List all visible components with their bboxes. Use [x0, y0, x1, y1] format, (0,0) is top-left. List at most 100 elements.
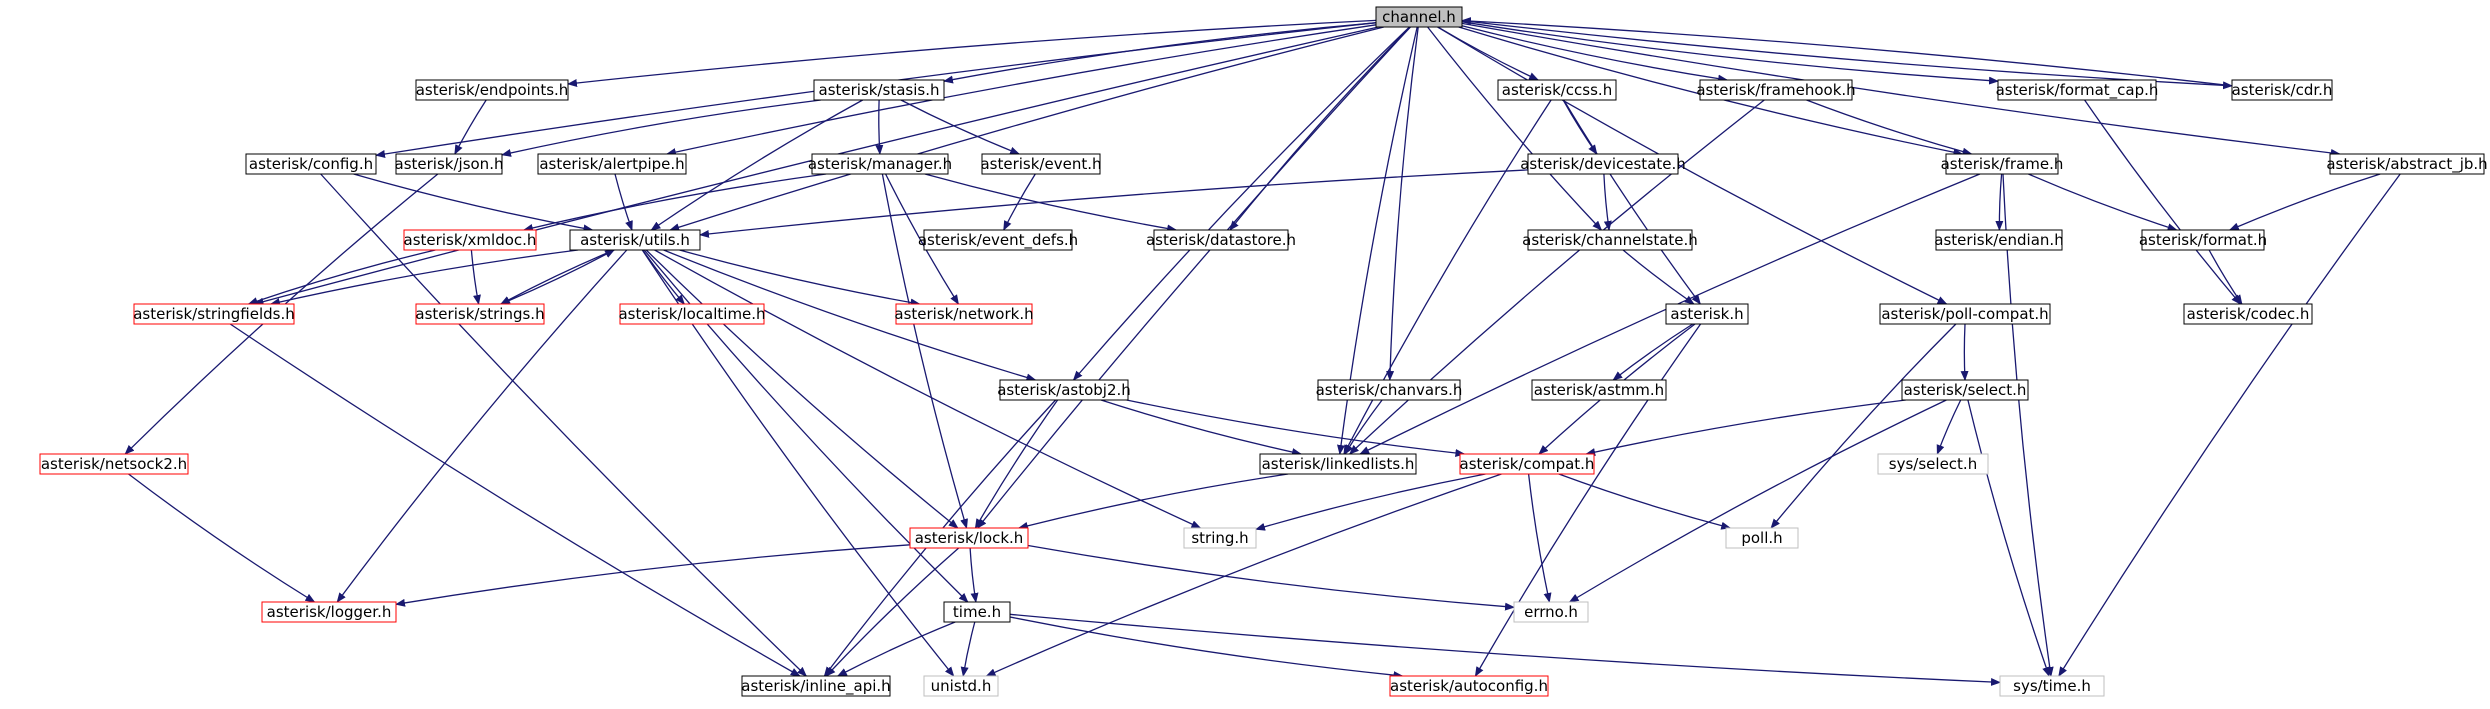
node-event_defs[interactable]: asterisk/event_defs.h	[918, 229, 1078, 251]
node-label: asterisk/endpoints.h	[416, 81, 569, 99]
node-config[interactable]: asterisk/config.h	[245, 153, 377, 175]
edge-utils-to-lock	[645, 249, 959, 529]
node-alertpipe[interactable]: asterisk/alertpipe.h	[537, 153, 687, 175]
node-netsock2[interactable]: asterisk/netsock2.h	[39, 453, 189, 475]
node-box	[1527, 229, 1693, 251]
edge-poll_compat-to-poll_h	[1770, 323, 1957, 529]
node-channel[interactable]: channel.h	[1375, 6, 1463, 28]
edge-channel-to-ccss	[1437, 26, 1540, 81]
edge-stringfields-to-inline_api	[229, 323, 801, 677]
edge-format-to-codec	[2208, 249, 2243, 305]
node-network[interactable]: asterisk/network.h	[894, 303, 1034, 325]
node-cdr[interactable]: asterisk/cdr.h	[2231, 79, 2333, 101]
node-sys_time[interactable]: sys/time.h	[1999, 675, 2105, 697]
node-box	[895, 303, 1033, 325]
edge-utils-to-network	[679, 249, 921, 307]
nodes-layer: channel.h asterisk/endpoints.h asterisk/st…	[39, 6, 2488, 697]
node-inline_api[interactable]: asterisk/inline_api.h	[741, 675, 891, 697]
node-linkedlists[interactable]: asterisk/linkedlists.h	[1259, 453, 1417, 475]
node-box	[741, 675, 891, 697]
edge-select-to-sys_select	[1936, 399, 1962, 455]
edge-lock-to-inline_api	[825, 547, 960, 677]
edge-channelstate-to-asterisk_h	[1622, 249, 1695, 305]
node-devicestate[interactable]: asterisk/devicestate.h	[1520, 153, 1686, 175]
node-stasis[interactable]: asterisk/stasis.h	[813, 79, 945, 101]
node-errno_h[interactable]: errno.h	[1513, 601, 1589, 623]
edge-channel-to-stasis	[943, 22, 1377, 84]
node-string_h[interactable]: string.h	[1183, 527, 1257, 549]
node-endian[interactable]: asterisk/endian.h	[1934, 229, 2064, 251]
node-label: asterisk/astmm.h	[1534, 381, 1664, 399]
node-lock[interactable]: asterisk/lock.h	[909, 527, 1029, 549]
edge-time_h-to-inline_api	[836, 621, 956, 677]
node-localtime[interactable]: asterisk/localtime.h	[618, 303, 766, 325]
node-label: asterisk/netsock2.h	[41, 455, 187, 473]
node-codec[interactable]: asterisk/codec.h	[2183, 303, 2313, 325]
node-asterisk_h[interactable]: asterisk.h	[1665, 303, 1749, 325]
edge-time_h-to-autoconfig	[1009, 616, 1404, 680]
node-label: asterisk/cdr.h	[2232, 81, 2333, 99]
node-label: asterisk/channelstate.h	[1522, 231, 1698, 249]
node-event[interactable]: asterisk/event.h	[980, 153, 1102, 175]
node-strings[interactable]: asterisk/strings.h	[415, 303, 545, 325]
node-box	[1945, 153, 2059, 175]
node-manager[interactable]: asterisk/manager.h	[808, 153, 952, 175]
node-json[interactable]: asterisk/json.h	[395, 153, 504, 175]
node-framehook[interactable]: asterisk/framehook.h	[1696, 79, 1856, 101]
node-box	[1879, 303, 2051, 325]
node-utils[interactable]: asterisk/utils.h	[569, 229, 701, 251]
node-label: string.h	[1191, 529, 1248, 547]
node-label: asterisk/linkedlists.h	[1262, 455, 1415, 473]
edge-poll_compat-to-select	[1960, 323, 1969, 381]
node-box	[261, 601, 397, 623]
node-box	[39, 453, 189, 475]
node-box	[415, 79, 569, 101]
edge-compat-to-errno_h	[1527, 473, 1552, 603]
node-abstract_jb[interactable]: asterisk/abstract_jb.h	[2326, 153, 2488, 175]
node-select[interactable]: asterisk/select.h	[1901, 379, 2029, 401]
edge-select-to-compat	[1585, 399, 1906, 456]
node-box	[1901, 379, 2029, 401]
edge-stasis-to-event	[900, 99, 1021, 155]
node-box	[245, 153, 377, 175]
node-poll_h[interactable]: poll.h	[1725, 527, 1799, 549]
node-label: asterisk/compat.h	[1460, 455, 1595, 473]
node-box	[1725, 527, 1799, 549]
node-endpoints[interactable]: asterisk/endpoints.h	[415, 79, 569, 101]
node-label: asterisk/localtime.h	[618, 305, 765, 323]
node-label: sys/time.h	[2013, 677, 2091, 695]
node-chanvars[interactable]: asterisk/chanvars.h	[1316, 379, 1463, 401]
node-xmldoc[interactable]: asterisk/xmldoc.h	[403, 229, 537, 251]
node-unistd_h[interactable]: unistd.h	[923, 675, 999, 697]
edge-devicestate-to-channelstate	[1603, 173, 1612, 231]
node-box	[813, 79, 945, 101]
node-stringfields[interactable]: asterisk/stringfields.h	[133, 303, 295, 325]
edge-manager-to-network	[885, 173, 959, 305]
edge-netsock2-to-logger	[128, 473, 316, 603]
node-format[interactable]: asterisk/format.h	[2139, 229, 2267, 251]
node-box	[403, 229, 537, 251]
node-frame[interactable]: asterisk/frame.h	[1941, 153, 2064, 175]
edge-channel-to-poll_compat	[1437, 26, 1948, 305]
node-datastore[interactable]: asterisk/datastore.h	[1146, 229, 1296, 251]
node-logger[interactable]: asterisk/logger.h	[261, 601, 397, 623]
node-astobj2[interactable]: asterisk/astobj2.h	[997, 379, 1131, 401]
node-label: asterisk/framehook.h	[1696, 81, 1855, 99]
node-channelstate[interactable]: asterisk/channelstate.h	[1522, 229, 1698, 251]
node-time_h[interactable]: time.h	[943, 601, 1011, 623]
node-box	[619, 303, 765, 325]
node-label: asterisk/poll-compat.h	[1881, 305, 2048, 323]
edge-stasis-to-json	[501, 99, 821, 157]
edge-endpoints-to-json	[454, 99, 487, 155]
node-format_cap[interactable]: asterisk/format_cap.h	[1996, 79, 2159, 101]
node-compat[interactable]: asterisk/compat.h	[1459, 453, 1595, 475]
node-label: asterisk/event_defs.h	[918, 231, 1078, 250]
node-poll_compat[interactable]: asterisk/poll-compat.h	[1879, 303, 2051, 325]
node-astmm[interactable]: asterisk/astmm.h	[1531, 379, 1667, 401]
node-autoconfig[interactable]: asterisk/autoconfig.h	[1389, 675, 1549, 697]
node-box	[133, 303, 295, 325]
node-ccss[interactable]: asterisk/ccss.h	[1497, 79, 1617, 101]
node-sys_select[interactable]: sys/select.h	[1877, 453, 1989, 475]
node-box	[1531, 379, 1667, 401]
edge-alertpipe-to-utils	[614, 173, 633, 231]
